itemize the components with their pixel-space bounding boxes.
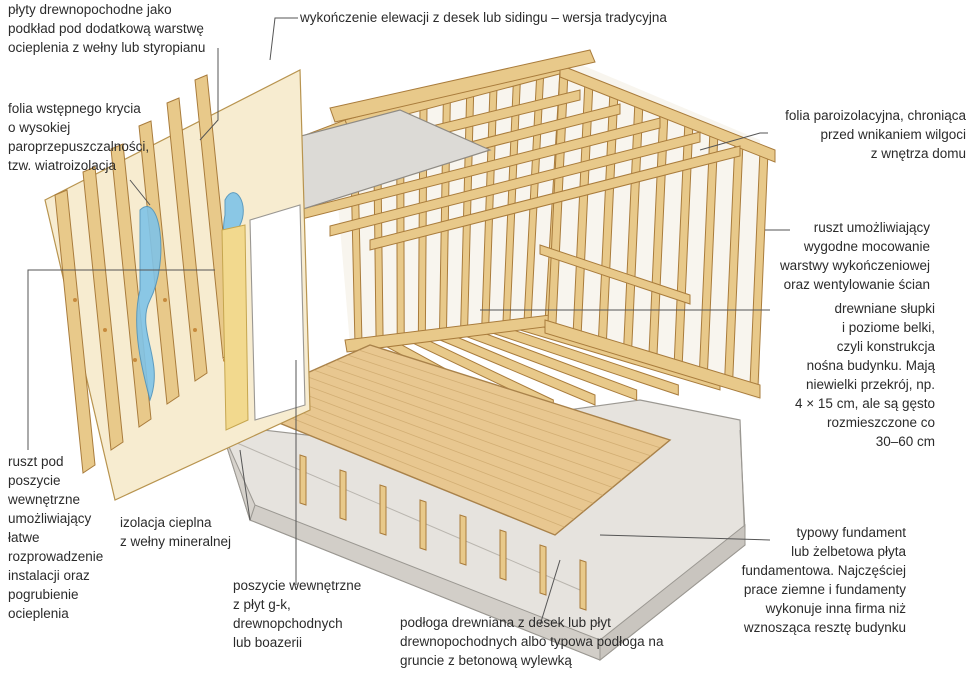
- insulation-fleck: [163, 298, 167, 302]
- left-wall-section: [44, 69, 311, 501]
- leader-line: [699, 132, 768, 151]
- floor-joist-end: [459, 514, 467, 566]
- floor-grain-line: [336, 359, 642, 465]
- label-folia-paroizolacyjna: folia paroizolacyjna, chroniąca przed wn…: [785, 108, 966, 161]
- label-folia-wstepnego-krycia: folia wstępnego krycia o wysokiej paropr…: [8, 101, 150, 173]
- floor-joist-end: [499, 529, 507, 581]
- right-window-sill: [539, 244, 691, 305]
- floor-grain-line: [257, 394, 575, 520]
- floor-deck: [233, 344, 672, 536]
- leader-line: [269, 17, 298, 61]
- label-ruszt-umozliwiajacy: ruszt umożliwiający wygodne mocowanie wa…: [779, 220, 930, 292]
- floor-joist-end: [339, 469, 347, 521]
- label-poszycie-wewnetrzne: poszycie wewnętrzne z płyt g-k, drewnopc…: [233, 578, 362, 650]
- leader-line: [239, 449, 251, 521]
- left-wall-stud: [82, 166, 124, 451]
- floor-grain-line: [246, 399, 565, 528]
- leader-line: [599, 534, 771, 541]
- leader-line: [539, 559, 561, 626]
- label-wykonczenie-elewacji: wykończenie elewacji z desek lub sidingu…: [300, 10, 667, 25]
- label-podloga-drewniana: podłoga drewniana z desek lub płyt drewn…: [400, 615, 664, 668]
- ceiling-beam: [329, 131, 701, 237]
- leader-line: [27, 269, 215, 450]
- left-wall-stud: [166, 97, 208, 382]
- insulation-fleck: [103, 328, 107, 332]
- ceiling-beam: [369, 145, 741, 251]
- floor-joist-end: [539, 544, 547, 596]
- leader-lines: [27, 17, 790, 626]
- right-wall-studs: [539, 64, 776, 399]
- insulation-fleck: [73, 298, 77, 302]
- floor-grain-line: [313, 369, 623, 480]
- floor-grain: [246, 349, 661, 528]
- right-sill-plate: [544, 319, 761, 399]
- leader-line: [129, 179, 151, 206]
- floor-grain-line: [279, 384, 594, 504]
- label-ruszt-pod-poszycie: ruszt pod poszycie wewnętrzne umożliwiaj…: [8, 454, 104, 621]
- label-plyty-drewnopochodne: płyty drewnopochodne jako podkład pod do…: [8, 2, 206, 55]
- label-typowy-fundament: typowy fundament lub żelbetowa płyta fun…: [741, 525, 906, 635]
- label-drewniane-slupki: drewniane słupki i poziome belki, czyli …: [795, 301, 935, 449]
- left-wall-stud: [54, 189, 96, 474]
- floor-grain-line: [302, 374, 613, 488]
- floor-grain-line: [268, 389, 584, 512]
- floor-joist-end: [419, 499, 427, 551]
- insulation-fleck: [133, 358, 137, 362]
- floor-joist-end: [379, 484, 387, 536]
- insulation-fleck: [193, 328, 197, 332]
- floor-joist-end: [299, 454, 307, 506]
- floor-joist-end: [579, 559, 587, 611]
- floor-grain-line: [358, 349, 661, 449]
- leader-line: [199, 48, 219, 141]
- right-top-plate: [559, 64, 776, 163]
- floor-grain-line: [291, 379, 604, 496]
- label-izolacja-cieplna: izolacja cieplna z wełny mineralnej: [120, 515, 232, 549]
- floor-grain-line: [324, 364, 632, 473]
- ceiling-rim-back: [329, 49, 596, 123]
- floor-grain-line: [347, 354, 651, 457]
